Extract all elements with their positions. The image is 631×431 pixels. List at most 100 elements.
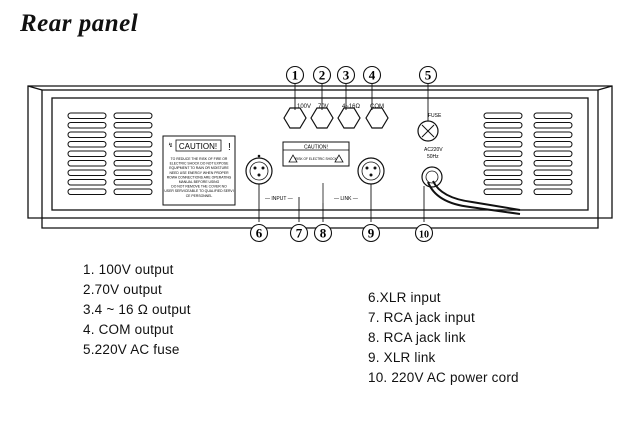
caution-label: ↯ CAUTION! ! TO REDUCE THE RISK OF FIRE … — [162, 135, 236, 206]
fuse-holder: FUSE — [417, 113, 442, 142]
callout-circle-9 — [361, 223, 381, 243]
legend-item-6: 6.XLR input — [368, 290, 441, 305]
panel-inset — [51, 97, 589, 211]
vent-slot — [113, 131, 153, 138]
vent-slot — [483, 112, 523, 119]
vent-slot — [483, 169, 523, 176]
vent-slot — [483, 150, 523, 157]
vent-slot — [533, 131, 573, 138]
vent-slot — [533, 160, 573, 167]
caution-text-line: EQUIPMENT TO RAIN OR MOISTURE — [169, 166, 229, 170]
callout-number-4: 4 — [369, 68, 376, 83]
callout-number-5: 5 — [425, 68, 432, 83]
rca-caution-text: RISK OF ELECTRIC SHOCK — [295, 157, 337, 161]
vent-slot — [483, 160, 523, 167]
fuse-label: FUSE — [428, 113, 442, 119]
vent-slot — [483, 188, 523, 195]
vent-slot — [483, 122, 523, 129]
vent-slot — [533, 169, 573, 176]
link-label: — LINK — — [334, 196, 358, 202]
vent-slot — [67, 122, 107, 129]
vent-slot — [67, 169, 107, 176]
caution-title: CAUTION! — [179, 142, 217, 151]
vent-slot — [533, 150, 573, 157]
terminal-label-com: COM — [370, 104, 384, 110]
vent-slot — [533, 122, 573, 129]
callout-number-2: 2 — [319, 68, 326, 83]
caution-mark: ! — [228, 142, 231, 153]
callout-circle-4 — [362, 65, 382, 85]
vent-slot — [533, 141, 573, 148]
vent-slot — [67, 179, 107, 186]
legend-item-5: 5.220V AC fuse — [83, 342, 180, 357]
callout-number-1: 1 — [292, 68, 299, 83]
callout-number-10: 10 — [419, 230, 429, 241]
legend-right: 6.XLR input 7. RCA jack input 8. RCA jac… — [368, 288, 519, 388]
power-label-frequency: 50Hz — [427, 154, 439, 160]
xlr-input-connector — [245, 154, 273, 185]
vent-slots — [67, 112, 573, 195]
caution-text-line: ROWA CONNECTIONS ARE OPERATING — [167, 175, 232, 179]
vent-slot — [533, 179, 573, 186]
caution-text-line: ELECTRIC SHOCK DO NOT EXPOSE — [170, 162, 229, 166]
callout-circle-1 — [285, 65, 305, 85]
power-label-voltage: AC220V — [424, 147, 443, 153]
vent-slot — [483, 131, 523, 138]
legend-item-7: 7. RCA jack input — [368, 310, 475, 325]
vent-slot — [113, 122, 153, 129]
callout-circle-10 — [414, 223, 434, 243]
vent-slot — [67, 160, 107, 167]
vent-slot — [67, 141, 107, 148]
legend-item-9: 9. XLR link — [368, 350, 436, 365]
chassis-outline — [27, 85, 613, 229]
chassis-face — [41, 89, 599, 219]
rear-panel-diagram: ↯ CAUTION! ! TO REDUCE THE RISK OF FIRE … — [27, 65, 613, 243]
legend-item-10: 10. 220V AC power cord — [368, 370, 519, 385]
vent-slot — [113, 160, 153, 167]
svg-text:↯: ↯ — [168, 142, 173, 149]
vent-slot — [113, 150, 153, 157]
vent-slot — [67, 112, 107, 119]
vent-slot — [483, 179, 523, 186]
vent-slot — [113, 169, 153, 176]
legend-item-4: 4. COM output — [83, 322, 174, 337]
vent-slot — [113, 179, 153, 186]
callout-number-6: 6 — [256, 226, 263, 241]
callout-number-7: 7 — [296, 226, 303, 241]
vent-slot — [113, 112, 153, 119]
caution-text-line: USER SERVICEABLE TO QUALIFIED SERVI — [164, 189, 233, 193]
callout-circle-7 — [289, 223, 309, 243]
legend-item-2: 2.70V output — [83, 282, 162, 297]
terminal-label-70v: 70V — [318, 104, 329, 110]
callout-circle-3 — [336, 65, 356, 85]
caution-text-line: TO REDUCE THE RISK OF FIRE OR — [171, 157, 228, 161]
terminal-label-100v: 100V — [297, 104, 311, 110]
caution-text-line: MANUAL BEFORE USING — [179, 180, 220, 184]
vent-slot — [67, 188, 107, 195]
callout-number-8: 8 — [320, 226, 327, 241]
vent-slot — [67, 150, 107, 157]
callout-number-3: 3 — [343, 68, 350, 83]
speaker-terminals — [283, 107, 389, 129]
caution-text-line: CE PERSONNEL — [186, 194, 213, 198]
callout-circle-5 — [418, 65, 438, 85]
page-title: Rear panel — [20, 10, 139, 37]
rca-caution-box: CAUTION! RISK OF ELECTRIC SHOCK — [282, 141, 350, 167]
vent-slot — [533, 188, 573, 195]
callout-circle-2 — [312, 65, 332, 85]
legend-item-3: 3.4 ~ 16 Ω output — [83, 302, 191, 317]
callout-circle-6 — [249, 223, 269, 243]
vent-slot — [113, 188, 153, 195]
legend-item-8: 8. RCA jack link — [368, 330, 466, 345]
terminal-label-4-16: 4~16Ω — [342, 104, 361, 110]
callout-circle-8 — [313, 223, 333, 243]
legend-item-1: 1. 100V output — [83, 262, 174, 277]
xlr-link-connector — [357, 157, 385, 185]
vent-slot — [67, 131, 107, 138]
caution-text-line: DO NOT REMOVE THE COVER NO — [171, 185, 227, 189]
vent-slot — [113, 141, 153, 148]
power-cord — [421, 166, 521, 215]
legend-left: 1. 100V output 2.70V output 3.4 ~ 16 Ω o… — [83, 260, 191, 360]
vent-slot — [483, 141, 523, 148]
